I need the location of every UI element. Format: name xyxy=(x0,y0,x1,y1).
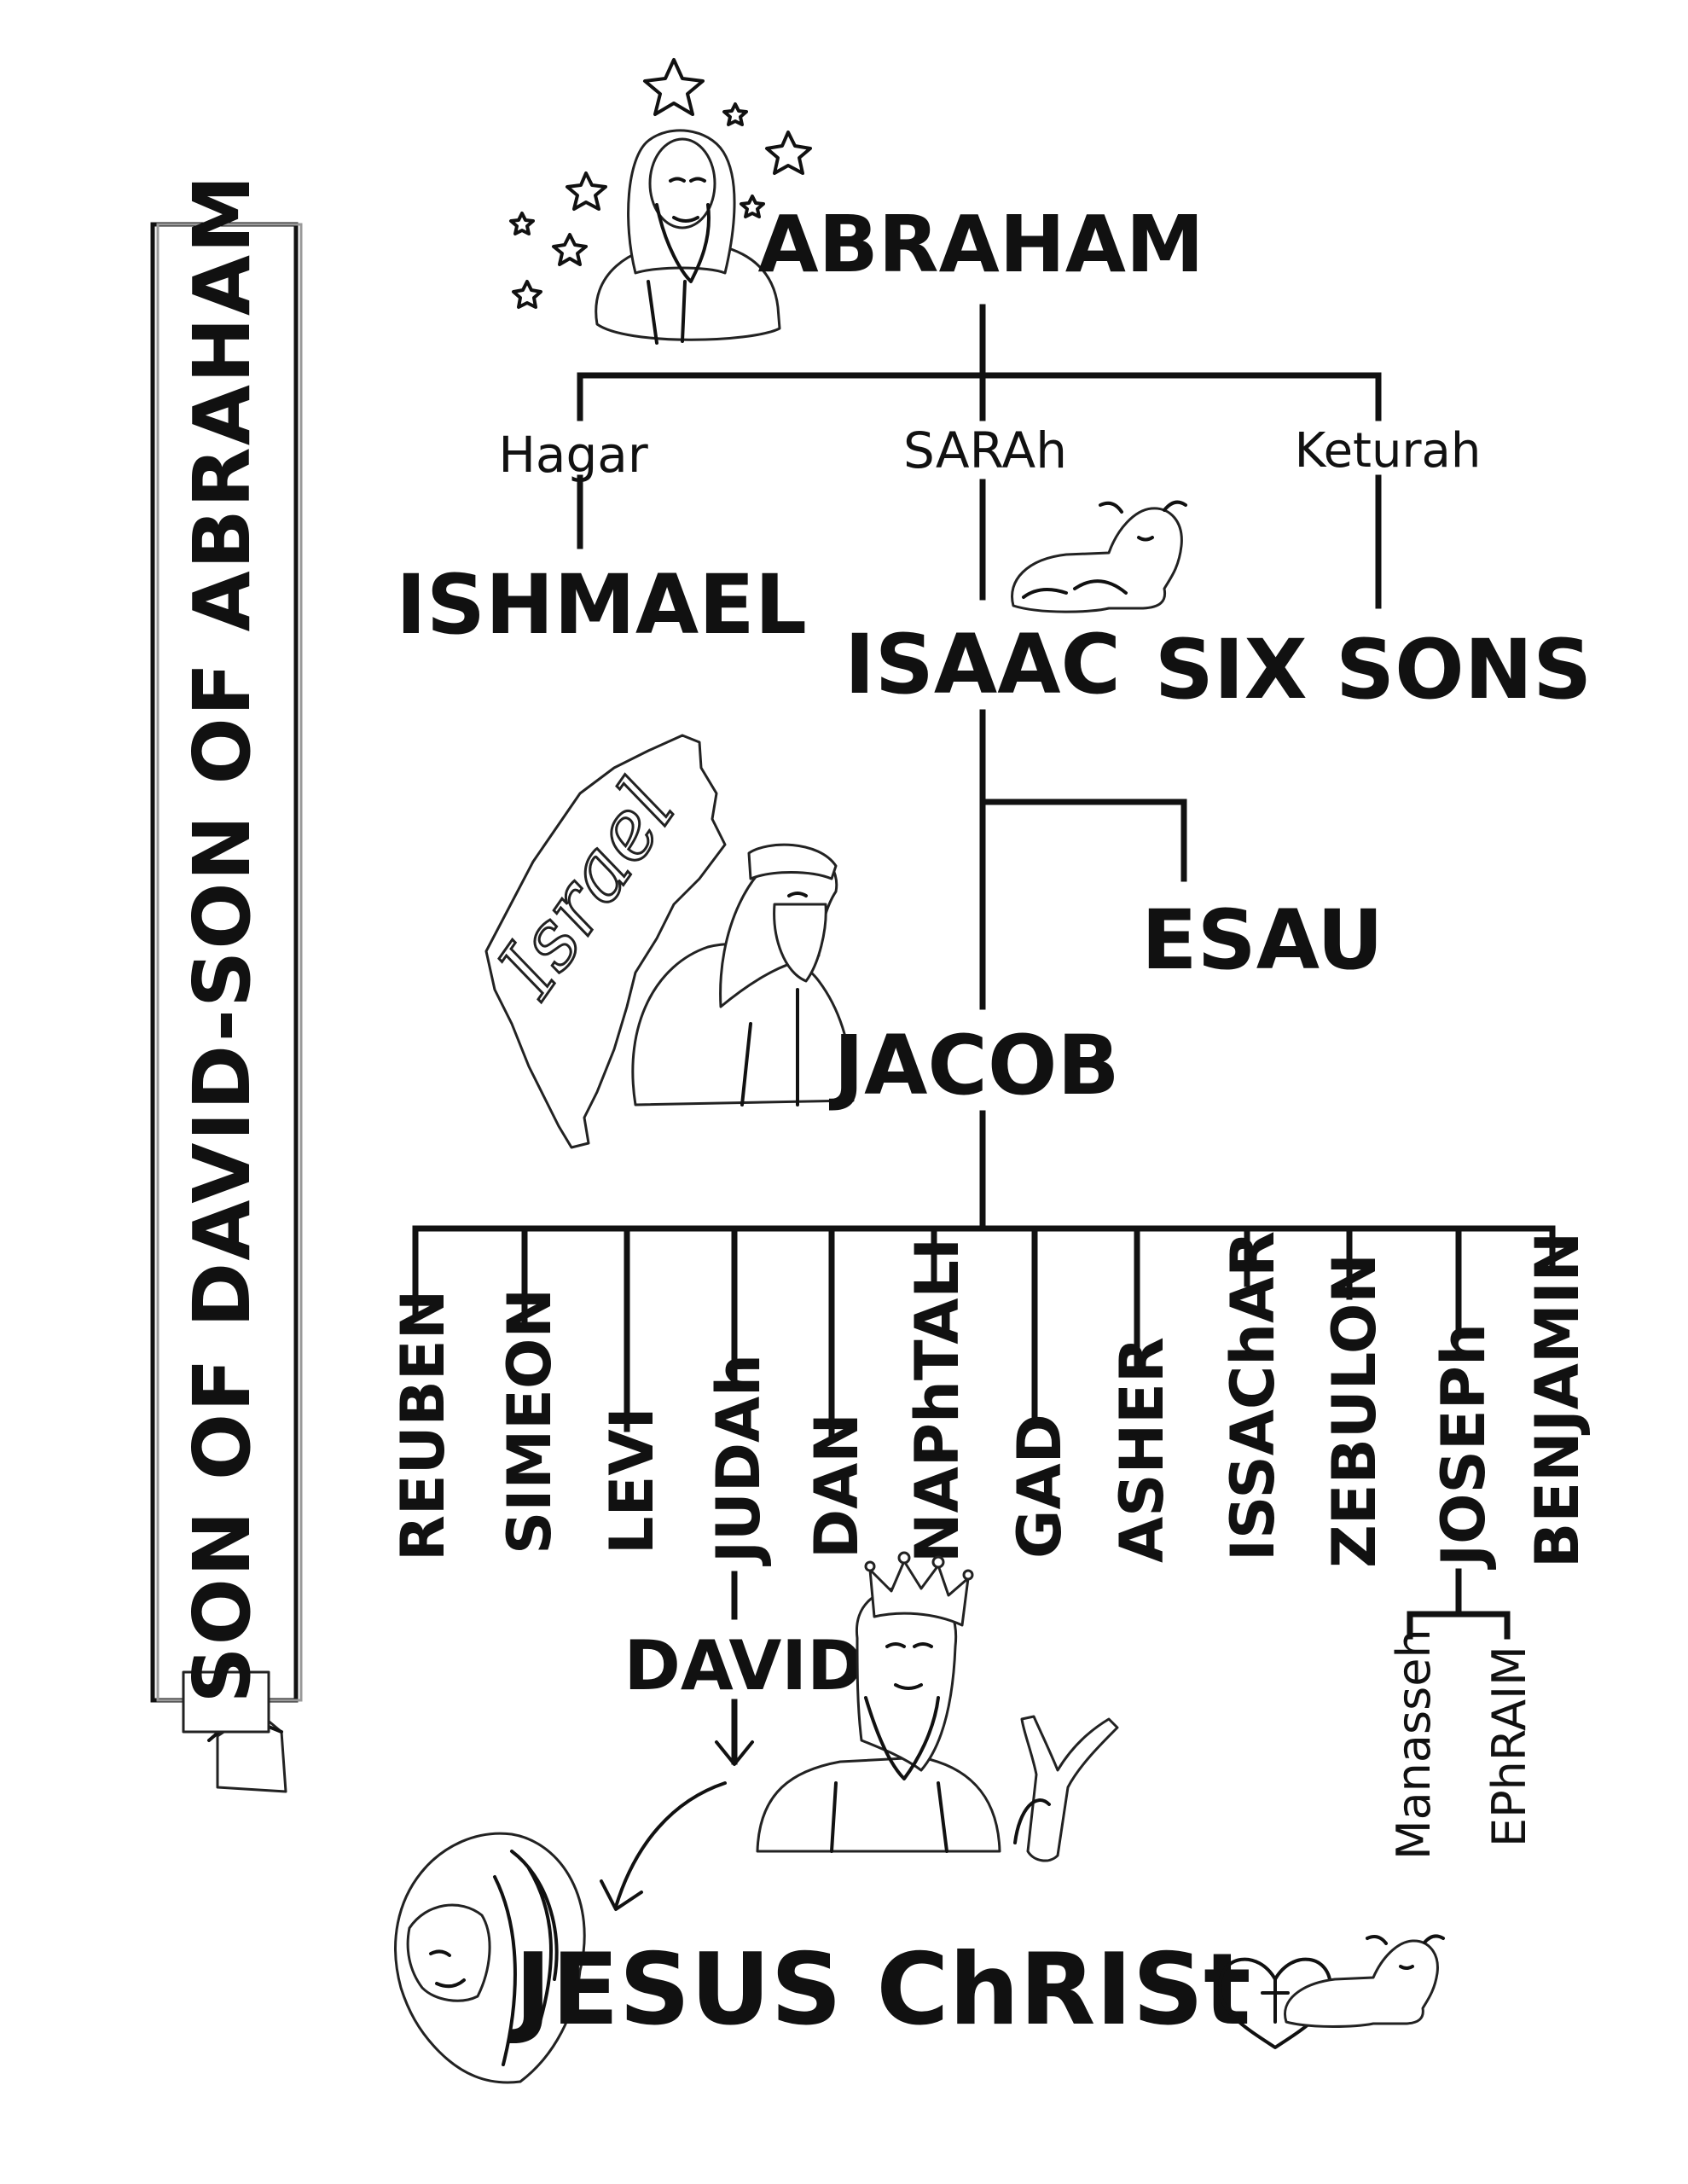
scroll-icon xyxy=(150,222,303,1793)
joseph-son-ephraim: EPhRAIM xyxy=(1482,1646,1536,1847)
tribe-dan: DAN xyxy=(802,1413,872,1559)
tribe-levi: LEVI xyxy=(597,1407,667,1554)
king-david-icon xyxy=(756,1585,1001,1853)
lion-icon xyxy=(394,1832,586,2084)
joseph-son-manasseh: Manasseh xyxy=(1387,1629,1441,1860)
lamb-icon xyxy=(1011,500,1187,613)
tribe-joseph: JOSEPh xyxy=(1429,1323,1499,1570)
esau-name: ESAU xyxy=(1141,892,1383,988)
christ-name: JESUS ChRISt xyxy=(508,1932,1250,2048)
arrow-down-icon xyxy=(715,1699,754,1766)
wife-sarah: SARAh xyxy=(903,421,1067,479)
heart-cross-icon xyxy=(1218,1957,1332,2049)
stars-icon xyxy=(509,58,812,309)
abraham-portrait-icon xyxy=(595,129,781,345)
child-six-sons: SIX SONS xyxy=(1155,622,1592,717)
wife-keturah: Keturah xyxy=(1295,423,1482,479)
tribe-zebulon: ZEBULON xyxy=(1320,1253,1389,1568)
tribe-reuben: REUBEN xyxy=(388,1290,458,1561)
child-isaac: ISAAC xyxy=(844,617,1121,712)
jacob-portrait-icon xyxy=(631,843,855,1107)
wife-hagar: Hagar xyxy=(498,426,648,484)
tree-lines xyxy=(412,304,1556,1640)
tribe-asher: ASHER xyxy=(1107,1337,1177,1563)
lamb-icon-2 xyxy=(1284,1934,1445,2028)
jacob-name: JACOB xyxy=(828,1018,1119,1113)
david-name: DAVID xyxy=(624,1626,864,1705)
child-ishmael: ISHMAEL xyxy=(396,557,807,653)
tribe-judah: JUDAh xyxy=(704,1354,774,1566)
curved-arrow-icon xyxy=(600,1781,727,1911)
tribe-naphtali: NAPhTALI xyxy=(902,1238,972,1563)
crown-icon xyxy=(864,1551,974,1627)
tribe-issachar: ISSAChAR xyxy=(1218,1231,1288,1561)
root-name: ABRAHAM xyxy=(757,199,1204,290)
tribe-simeon: SIMEON xyxy=(495,1288,565,1554)
tribe-gad: GAD xyxy=(1005,1414,1075,1559)
tribes-list: REUBEN SIMEON LEVI JUDAh DAN NAPhTALI GA… xyxy=(388,1231,1592,1570)
banner-text: SON OF DAVID-SON OF ABRAHAM xyxy=(177,173,268,1703)
slingshot-icon xyxy=(1013,1715,1119,1862)
tribe-benjamin: BENJAMIN xyxy=(1523,1232,1592,1568)
